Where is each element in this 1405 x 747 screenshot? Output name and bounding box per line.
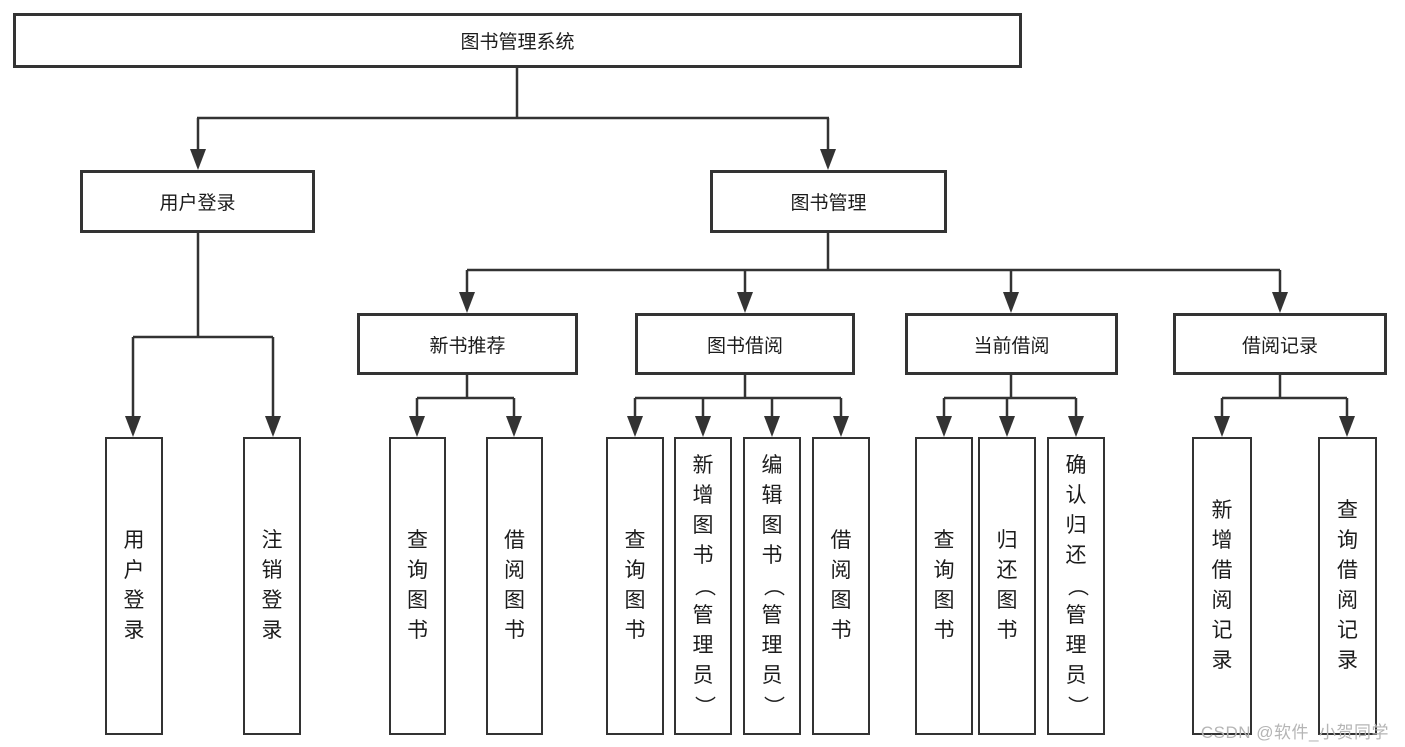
leaf-query-books-recommend: 查询图书	[389, 437, 446, 735]
arrowhead-icon	[695, 416, 711, 437]
leaf-label: 用户登录	[123, 529, 145, 642]
arrowhead-icon	[506, 416, 522, 437]
arrowhead-icon	[1068, 416, 1084, 437]
node-user-login: 用户登录	[80, 170, 315, 233]
arrowhead-icon	[1003, 292, 1019, 313]
leaf-confirm-return-admin: 确认归还（管理员）	[1047, 437, 1105, 735]
arrowhead-icon	[1339, 416, 1355, 437]
leaf-query-books-borrow: 查询图书	[606, 437, 664, 735]
arrowhead-icon	[820, 149, 836, 170]
leaf-query-borrow-record: 查询借阅记录	[1318, 437, 1377, 735]
leaf-label: 新增借阅记录	[1211, 499, 1233, 672]
node-label: 借阅记录	[1241, 335, 1318, 357]
node-current-borrow: 当前借阅	[905, 313, 1118, 375]
arrowhead-icon	[999, 416, 1015, 437]
leaf-label: 新增图书（管理员）	[692, 454, 715, 717]
arrowhead-icon	[1272, 292, 1288, 313]
leaf-edit-books-admin: 编辑图书（管理员）	[743, 437, 801, 735]
csdn-watermark: CSDN @软件_小贺同学	[1200, 723, 1389, 742]
node-label: 新书推荐	[429, 335, 506, 357]
arrowhead-icon	[459, 292, 475, 313]
leaf-label: 查询图书	[933, 529, 955, 642]
leaf-logout: 注销登录	[243, 437, 301, 735]
node-label: 图书管理	[790, 193, 867, 214]
leaf-label: 查询图书	[407, 529, 428, 642]
leaf-label: 借阅图书	[504, 529, 525, 642]
leaf-label: 查询借阅记录	[1337, 499, 1358, 672]
arrowhead-icon	[409, 416, 425, 437]
leaf-label: 借阅图书	[830, 529, 852, 642]
arrowhead-icon	[265, 416, 281, 437]
tree-edges	[131, 68, 1349, 433]
root-node-library-system: 图书管理系统	[13, 13, 1022, 68]
node-book-borrow: 图书借阅	[635, 313, 855, 375]
leaf-return-books: 归还图书	[978, 437, 1036, 735]
arrowhead-icon	[1214, 416, 1230, 437]
arrowhead-icon	[936, 416, 952, 437]
arrowhead-icon	[190, 149, 206, 170]
arrowhead-icon	[125, 416, 141, 437]
leaf-label: 注销登录	[261, 529, 283, 642]
node-borrow-records: 借阅记录	[1173, 313, 1387, 375]
node-label: 图书借阅	[706, 335, 783, 357]
arrowhead-icon	[764, 416, 780, 437]
leaf-add-books-admin: 新增图书（管理员）	[674, 437, 732, 735]
node-new-book-recommend: 新书推荐	[357, 313, 578, 375]
leaf-label: 确认归还（管理员）	[1065, 454, 1088, 717]
leaf-query-books-current: 查询图书	[915, 437, 973, 735]
node-book-management: 图书管理	[710, 170, 947, 233]
leaf-borrow-books-recommend: 借阅图书	[486, 437, 543, 735]
leaf-user-login: 用户登录	[105, 437, 163, 735]
leaf-add-borrow-record: 新增借阅记录	[1192, 437, 1252, 735]
arrowhead-icon	[833, 416, 849, 437]
leaf-label: 查询图书	[624, 529, 646, 642]
node-label: 当前借阅	[973, 335, 1050, 357]
root-node-label: 图书管理系统	[460, 32, 575, 53]
node-label: 用户登录	[159, 193, 236, 214]
arrowhead-icon	[627, 416, 643, 437]
leaf-label: 编辑图书（管理员）	[761, 454, 784, 717]
arrowhead-icon	[737, 292, 753, 313]
leaf-borrow-books: 借阅图书	[812, 437, 870, 735]
leaf-label: 归还图书	[996, 529, 1018, 642]
